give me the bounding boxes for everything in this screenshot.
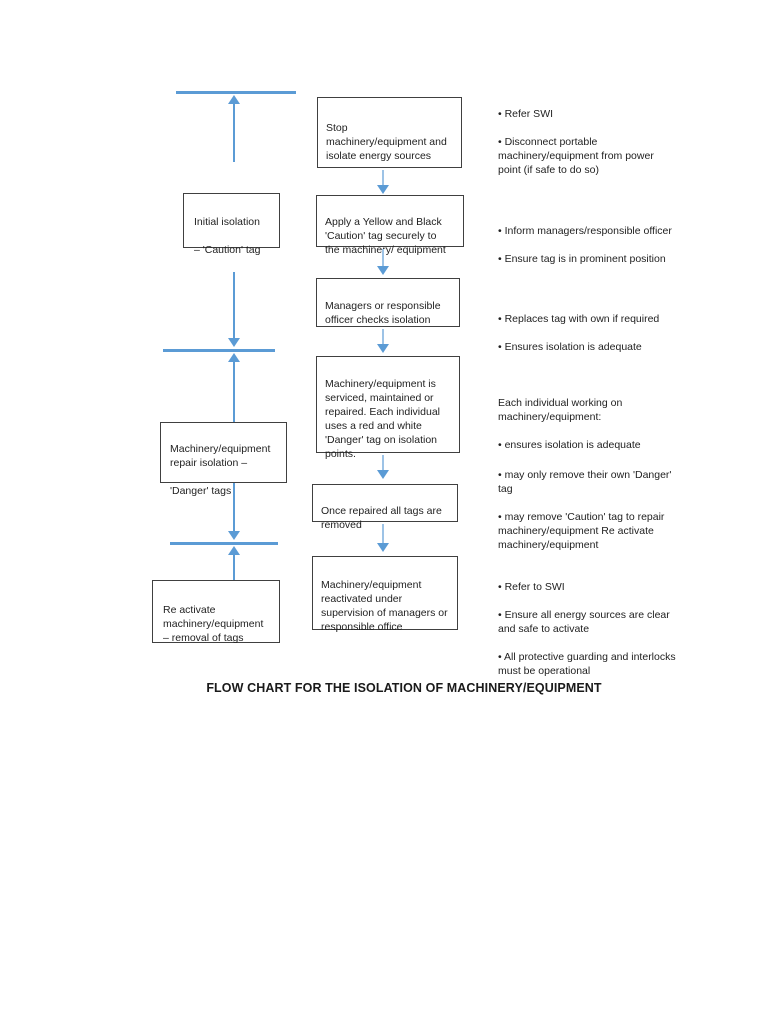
- arrow-down-icon: [377, 185, 389, 194]
- note-item: • Refer to SWI: [498, 581, 565, 593]
- note-item: • Ensure all energy sources are clear an…: [498, 609, 670, 635]
- note-item: • may remove 'Caution' tag to repair mac…: [498, 511, 665, 551]
- flow-arrow-line: [382, 170, 384, 185]
- step-box-reactivated: Machinery/equipment reactivated under su…: [312, 556, 458, 633]
- note-item: • Refer SWI: [498, 108, 554, 120]
- step-text: Machinery/equipment is serviced, maintai…: [325, 378, 440, 460]
- page-title: FLOW CHART FOR THE ISOLATION OF MACHINER…: [206, 681, 602, 695]
- phase-box-initial-isolation: Initial isolation – 'Caution' tag: [183, 193, 280, 256]
- note-item: • ensures isolation is adequate: [498, 439, 641, 451]
- note-section-stop: • Refer SWI • Disconnect portable machin…: [498, 93, 728, 191]
- phase-label: Machinery/equipment repair isolation – '…: [170, 443, 271, 497]
- arrow-up-icon: [228, 95, 240, 104]
- phase-label: Re activate machinery/equipment – remova…: [163, 604, 264, 644]
- phase-box-reactivate: Re activate machinery/equipment – remova…: [152, 580, 280, 644]
- note-section-caution-tag: • Inform managers/responsible officer • …: [498, 210, 738, 280]
- phase-connector-line: [233, 362, 235, 422]
- step-box-apply-caution-tag: Apply a Yellow and Black 'Caution' tag s…: [316, 195, 464, 256]
- phase-bracket-low-line: [170, 542, 278, 545]
- note-section-reactivate: • Refer to SWI • Ensure all energy sourc…: [498, 566, 738, 692]
- phase-bracket-top-line: [176, 91, 296, 94]
- note-item: • Ensures isolation is adequate: [498, 341, 642, 353]
- phase-bracket-mid-line: [163, 349, 275, 352]
- arrow-down-icon: [377, 266, 389, 275]
- note-item: • All protective guarding and interlocks…: [498, 651, 676, 677]
- note-item: • Replaces tag with own if required: [498, 313, 660, 325]
- phase-connector-line: [233, 483, 235, 532]
- flow-arrow-line: [382, 455, 384, 470]
- step-text: Machinery/equipment reactivated under su…: [321, 579, 448, 633]
- note-item: • Disconnect portable machinery/equipmen…: [498, 136, 654, 176]
- arrow-down-icon: [228, 338, 240, 347]
- arrow-down-icon: [377, 344, 389, 353]
- step-text: Once repaired all tags are removed: [321, 505, 442, 531]
- phase-connector-line: [233, 272, 235, 339]
- note-section-individual-working: Each individual working on machinery/equ…: [498, 382, 738, 466]
- arrow-up-icon: [228, 546, 240, 555]
- note-section-manager-checks: • Replaces tag with own if required • En…: [498, 298, 738, 368]
- step-text: Managers or responsible officer checks i…: [325, 300, 441, 326]
- step-box-tags-removed: Once repaired all tags are removed: [312, 484, 458, 531]
- phase-label: Initial isolation – 'Caution' tag: [194, 216, 261, 256]
- step-text: Apply a Yellow and Black 'Caution' tag s…: [325, 216, 446, 256]
- flow-arrow-line: [382, 249, 384, 266]
- arrow-down-icon: [377, 543, 389, 552]
- step-text: Stop machinery/equipment and isolate ene…: [326, 122, 447, 162]
- note-item: • Inform managers/responsible officer: [498, 225, 672, 237]
- flow-arrow-line: [382, 524, 384, 543]
- step-box-serviced-danger-tag: Machinery/equipment is serviced, maintai…: [316, 356, 460, 460]
- arrow-up-icon: [228, 353, 240, 362]
- flow-arrow-line: [382, 329, 384, 344]
- phase-box-repair-isolation: Machinery/equipment repair isolation – '…: [160, 422, 287, 497]
- note-section-remove-tags: • may only remove their own 'Danger' tag…: [498, 454, 738, 566]
- note-item: • Ensure tag is in prominent position: [498, 253, 666, 265]
- phase-connector-line: [233, 555, 235, 580]
- note-item: • may only remove their own 'Danger' tag: [498, 469, 672, 495]
- step-box-manager-checks: Managers or responsible officer checks i…: [316, 278, 460, 327]
- note-header: Each individual working on machinery/equ…: [498, 397, 623, 423]
- phase-connector-line: [233, 104, 235, 162]
- arrow-down-icon: [228, 531, 240, 540]
- step-box-stop-machinery: Stop machinery/equipment and isolate ene…: [317, 97, 462, 168]
- arrow-down-icon: [377, 470, 389, 479]
